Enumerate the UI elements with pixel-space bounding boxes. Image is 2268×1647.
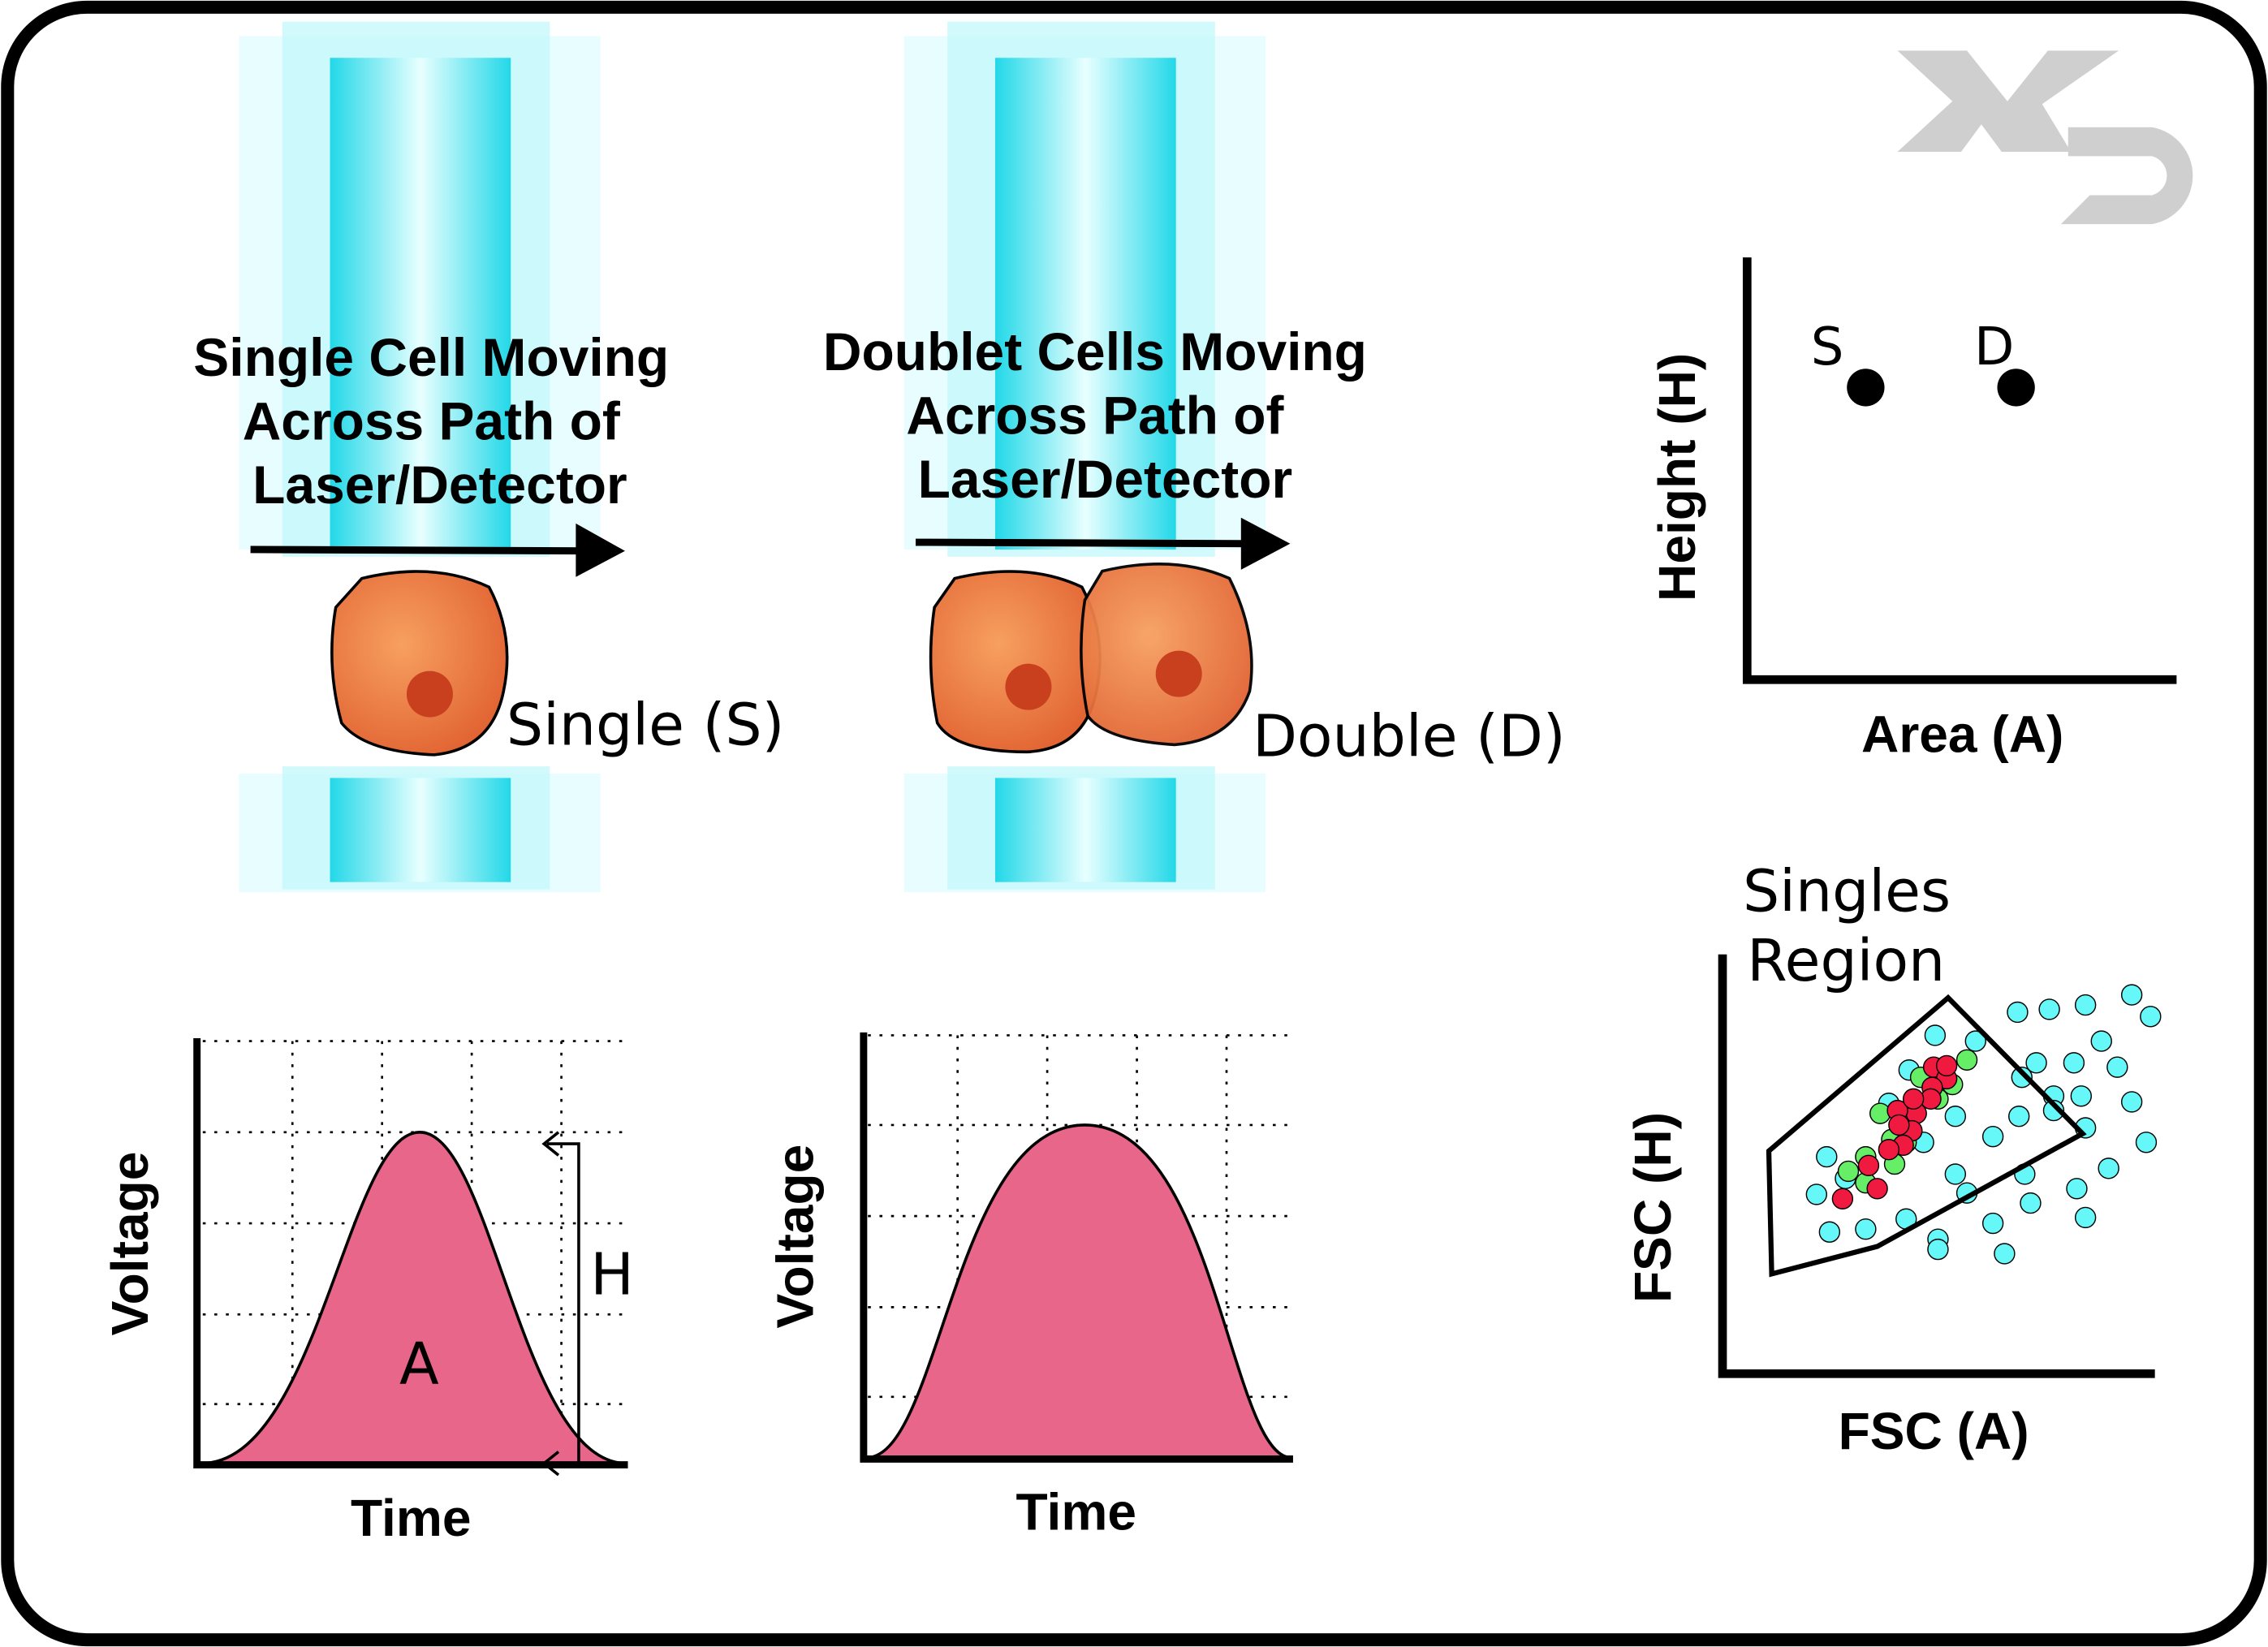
doublet-title-line-1: Doublet Cells Moving — [823, 321, 1367, 382]
single-title-line-2: Across Path of — [243, 391, 621, 451]
direction-arrow-icon — [915, 517, 1291, 570]
point-label-d: D — [1974, 317, 2014, 377]
event-dot — [2011, 1066, 2033, 1089]
event-dot — [1981, 1125, 2004, 1148]
x-axis-label: Time — [351, 1489, 471, 1547]
fsc-scatter-plot: Singles Region FSC (H) FSC (A) — [1623, 857, 2162, 1460]
event-dot — [2120, 1091, 2143, 1113]
event-dot — [1924, 1024, 1947, 1046]
event-dot — [1818, 1221, 1841, 1243]
event-dot — [2008, 1106, 2030, 1127]
point-s — [1847, 369, 1885, 407]
doublet-title-line-3: Laser/Detector — [918, 449, 1293, 509]
event-dot — [2070, 1085, 2092, 1107]
x-axis-label: Time — [1016, 1483, 1136, 1541]
single-event-dot — [1866, 1178, 1888, 1200]
area-label: A — [399, 1330, 439, 1398]
event-dot — [1927, 1238, 1949, 1261]
pulse-curve — [868, 1123, 1291, 1459]
single-event-dot — [1857, 1154, 1880, 1176]
event-dot — [2025, 1052, 2047, 1074]
height-label: H — [590, 1240, 634, 1308]
event-dot — [2066, 1178, 2088, 1200]
event-dot — [1981, 1212, 2004, 1235]
event-dot — [2140, 1006, 2162, 1028]
event-dot — [2135, 1132, 2158, 1153]
single-event-dot — [1902, 1088, 1925, 1110]
event-dot — [1944, 1106, 1967, 1127]
event-dot — [2120, 984, 2143, 1006]
event-dot — [2074, 1206, 2097, 1229]
height-area-plot: S D Height (H) Area (A) — [1648, 257, 2177, 763]
point-d — [1997, 369, 2035, 407]
single-event-dot — [1935, 1054, 1958, 1077]
y-axis-label: FSC (H) — [1623, 1112, 1682, 1303]
x-axis-label: Area (A) — [1861, 705, 2063, 763]
laser-detector-doublet — [903, 21, 1266, 893]
single-event-dot — [1878, 1139, 1900, 1161]
doublet-title-line-2: Across Path of — [906, 385, 1284, 445]
event-dot — [2098, 1158, 2119, 1179]
y-axis-label: Voltage — [766, 1145, 825, 1329]
doublet-cell-label: Double (D) — [1253, 703, 1566, 770]
single-title-line-3: Laser/Detector — [252, 455, 627, 515]
pulse-curve — [202, 1131, 626, 1465]
event-dot — [2020, 1192, 2042, 1214]
event-dot — [1964, 1030, 1986, 1052]
pulse-plot-doublet: Voltage Time — [766, 1032, 1293, 1541]
point-label-s: S — [1811, 317, 1844, 377]
event-dot — [1994, 1243, 2016, 1265]
pulse-plot-single: A H Voltage Time — [101, 1038, 634, 1547]
singles-gate — [1766, 994, 2087, 1278]
region-label-line-1: Singles — [1743, 857, 1951, 925]
single-cell — [330, 570, 509, 757]
event-dot — [2042, 1099, 2065, 1122]
single-cell-label: Single (S) — [507, 691, 785, 758]
height-indicator — [541, 1131, 580, 1477]
event-dot — [2074, 994, 2097, 1016]
event-dot — [2090, 1030, 2112, 1052]
region-label-line-2: Region — [1747, 927, 1945, 994]
single-title-line-1: Single Cell Moving — [193, 327, 669, 387]
event-dot — [1944, 1163, 1967, 1185]
y-axis-label: Height (H) — [1648, 353, 1706, 601]
direction-arrow-icon — [250, 523, 625, 577]
doublet-cells — [929, 563, 1253, 754]
single-event-dot — [1831, 1188, 1854, 1209]
x-axis-label: FSC (A) — [1839, 1402, 2029, 1460]
event-dot — [2063, 1052, 2085, 1074]
single-event-dot — [1888, 1114, 1910, 1136]
green-event-dot — [1955, 1049, 1978, 1071]
event-dot — [1816, 1145, 1838, 1168]
laser-detector-single — [239, 21, 601, 893]
y-axis-label: Voltage — [101, 1152, 159, 1336]
event-dot — [2007, 1001, 2029, 1024]
event-dot — [2038, 998, 2060, 1020]
event-dot — [1855, 1218, 1877, 1240]
green-event-dot — [1837, 1160, 1860, 1183]
event-dot — [2106, 1056, 2128, 1078]
xd-logo — [1897, 50, 2193, 225]
event-dot — [1805, 1184, 1827, 1205]
